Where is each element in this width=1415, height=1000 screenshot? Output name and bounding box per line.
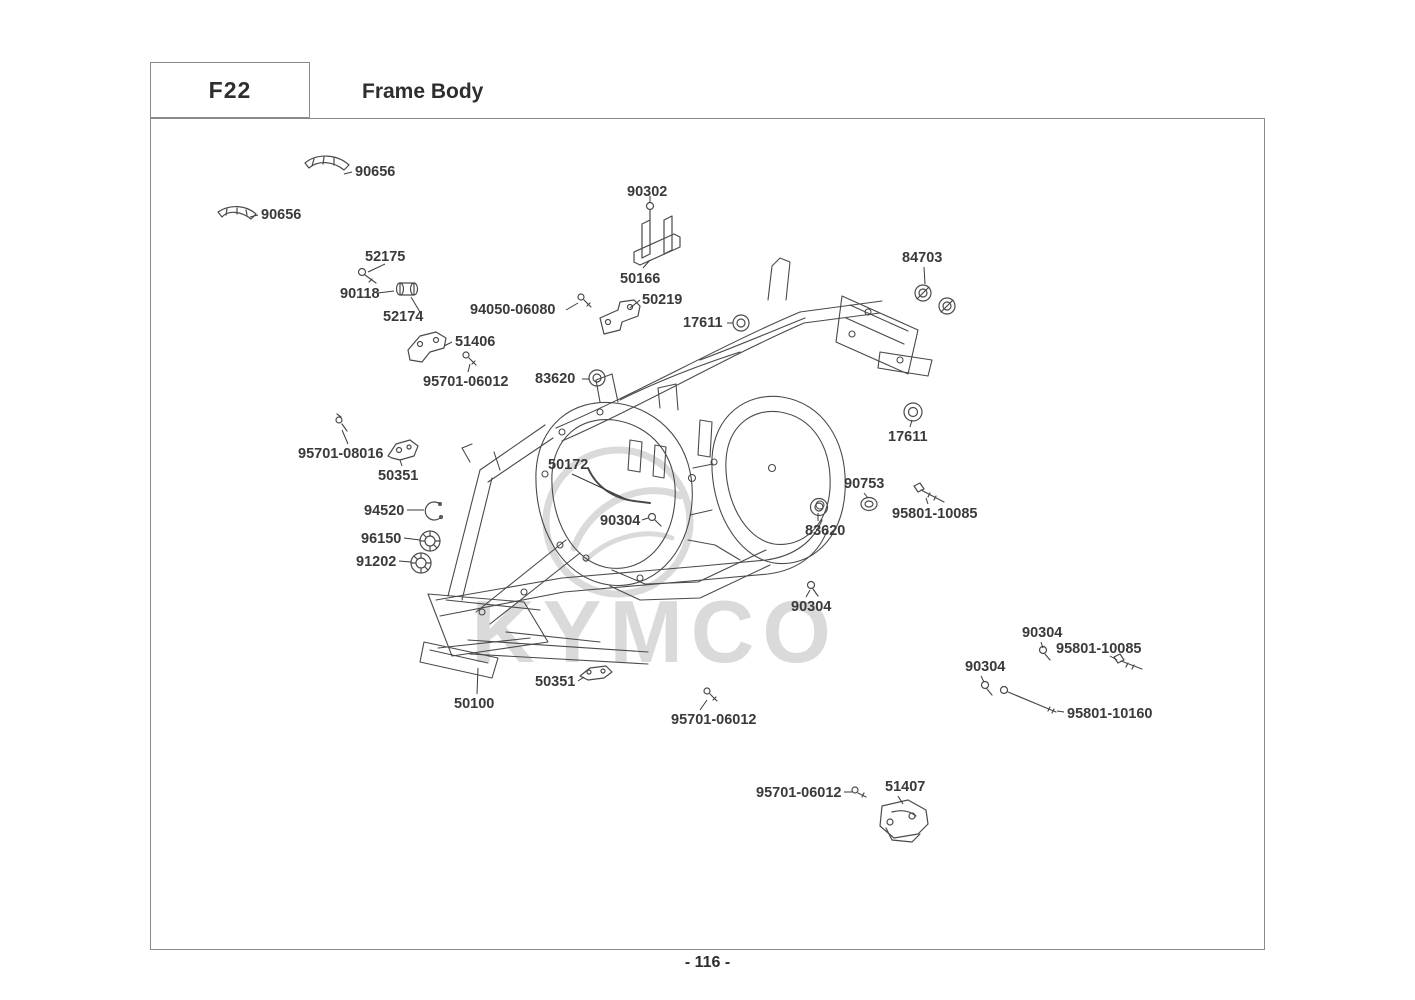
part-label-95701-08016: 95701-08016 bbox=[298, 446, 384, 462]
part-label-50351: 50351 bbox=[535, 674, 576, 690]
part-label-50172: 50172 bbox=[548, 457, 589, 473]
part-label-84703: 84703 bbox=[902, 250, 943, 266]
part-label-52174: 52174 bbox=[383, 309, 424, 325]
part-label-50219: 50219 bbox=[642, 292, 683, 308]
section-code: F22 bbox=[208, 76, 252, 103]
section-code-box: F22 bbox=[150, 62, 310, 118]
part-label-94050-06080: 94050-06080 bbox=[470, 302, 556, 318]
part-label-90118: 90118 bbox=[340, 286, 380, 302]
part-label-51406: 51406 bbox=[455, 334, 496, 350]
page-title: Frame Body bbox=[362, 80, 484, 103]
part-label-95801-10085: 95801-10085 bbox=[892, 506, 978, 522]
part-label-50100: 50100 bbox=[454, 696, 495, 712]
part-label-90304: 90304 bbox=[1022, 625, 1063, 641]
part-label-90753: 90753 bbox=[844, 476, 885, 492]
part-label-83620: 83620 bbox=[535, 371, 576, 387]
part-label-83620: 83620 bbox=[805, 523, 846, 539]
part-label-51407: 51407 bbox=[885, 779, 926, 795]
part-label-94520: 94520 bbox=[364, 503, 405, 519]
part-label-95701-06012: 95701-06012 bbox=[423, 374, 509, 390]
part-label-95701-06012: 95701-06012 bbox=[671, 712, 757, 728]
part-label-52175: 52175 bbox=[365, 249, 406, 265]
part-label-95801-10085: 95801-10085 bbox=[1056, 641, 1142, 657]
part-label-90656: 90656 bbox=[261, 207, 302, 223]
part-label-17611: 17611 bbox=[888, 429, 928, 445]
part-label-90304: 90304 bbox=[600, 513, 641, 529]
part-label-96150: 96150 bbox=[361, 531, 402, 547]
part-label-50166: 50166 bbox=[620, 271, 661, 287]
part-label-95701-06012: 95701-06012 bbox=[756, 785, 842, 801]
part-label-90304: 90304 bbox=[965, 659, 1006, 675]
part-label-90302: 90302 bbox=[627, 184, 668, 200]
part-label-90656: 90656 bbox=[355, 164, 396, 180]
page-number: - 116 - bbox=[684, 954, 731, 971]
part-label-17611: 17611 bbox=[683, 315, 723, 331]
part-label-50351: 50351 bbox=[378, 468, 419, 484]
part-label-90304: 90304 bbox=[791, 599, 832, 615]
part-label-91202: 91202 bbox=[356, 554, 397, 570]
part-label-95801-10160: 95801-10160 bbox=[1067, 706, 1153, 722]
diagram-border bbox=[150, 118, 1265, 950]
